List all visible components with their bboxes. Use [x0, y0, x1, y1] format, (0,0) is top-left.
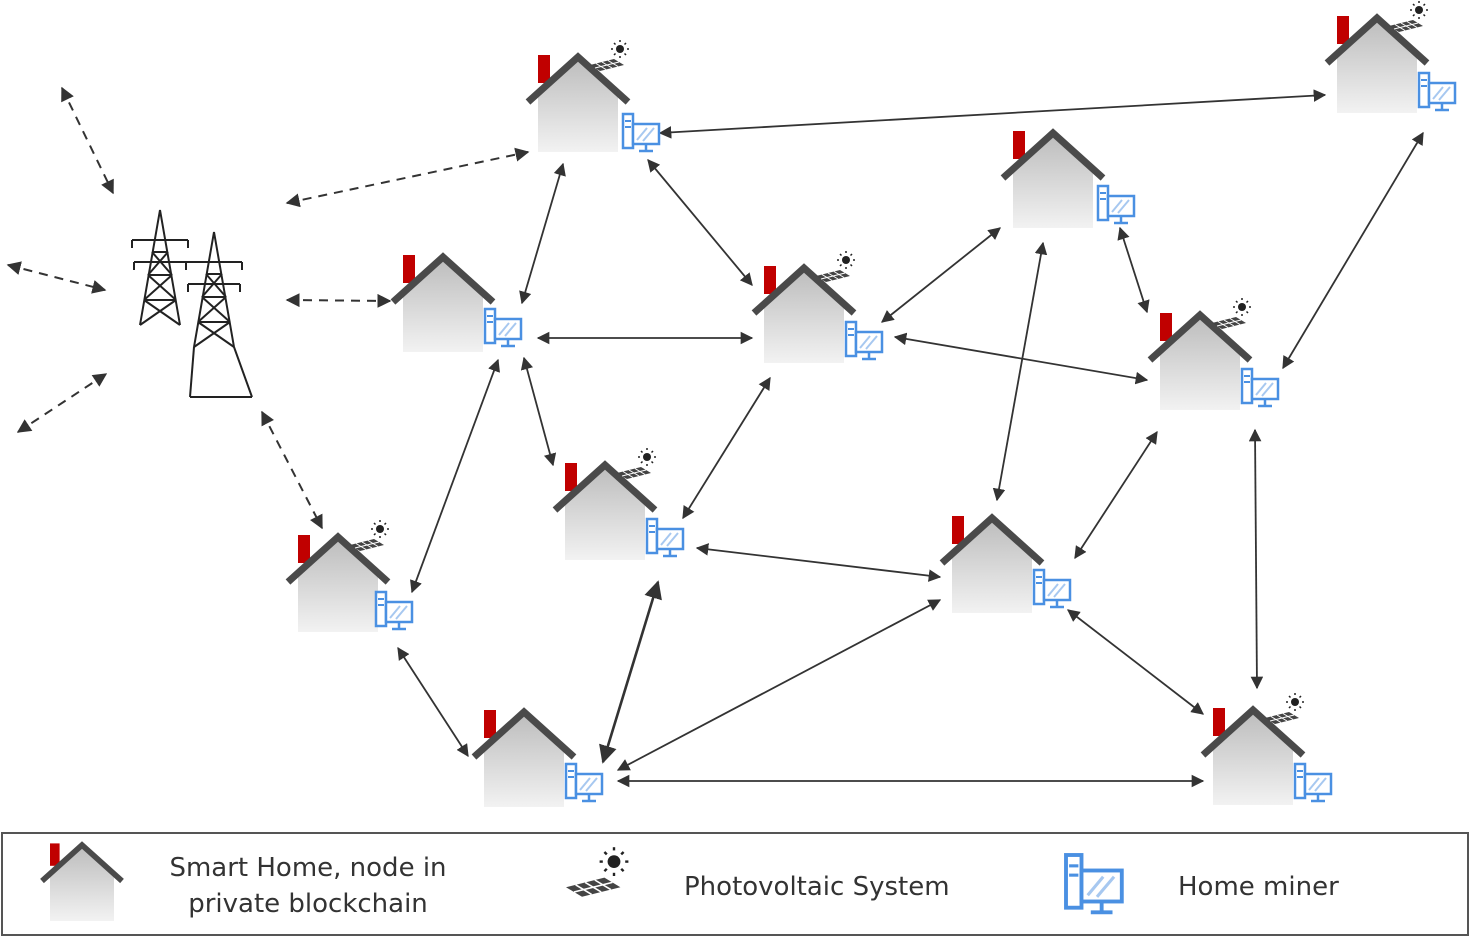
legend-smart-home-label-line2: private blockchain	[188, 889, 428, 919]
smart-home-node	[942, 516, 1072, 613]
house-icon	[1327, 16, 1427, 113]
smart-home-node	[288, 519, 414, 632]
photovoltaic-icon	[349, 519, 390, 552]
photovoltaic-icon	[1264, 692, 1305, 725]
smart-home-node	[393, 255, 523, 352]
home-miner-icon	[1032, 568, 1072, 609]
legend-photovoltaic-label: Photovoltaic System	[684, 872, 950, 902]
home-miner-icon	[645, 517, 685, 558]
house-icon	[754, 266, 854, 363]
smart-home-node	[555, 447, 685, 560]
legend-smart-home: Smart Home, node in private blockchain	[42, 843, 447, 921]
home-miner-icon	[374, 590, 414, 631]
photovoltaic-icon	[815, 250, 856, 283]
home-miner-icon	[483, 307, 523, 348]
house-icon	[1150, 313, 1250, 410]
home-miner-icon	[844, 320, 884, 361]
house-icon	[555, 463, 655, 560]
peer-connection-lines	[397, 89, 1424, 788]
legend-home-miner: Home miner	[1064, 853, 1339, 915]
smart-home-node	[754, 250, 884, 363]
home-miner-icon	[564, 762, 604, 803]
legend: Smart Home, node in private blockchain P…	[1, 832, 1469, 936]
house-icon	[528, 55, 628, 152]
smart-home-node	[528, 39, 661, 153]
house-icon	[288, 535, 388, 632]
smart-home-node	[1203, 692, 1333, 805]
legend-photovoltaic: Photovoltaic System	[564, 846, 950, 902]
grid-connection-lines	[6, 86, 530, 530]
legend-home-miner-label: Home miner	[1178, 872, 1339, 902]
photovoltaic-icon	[1388, 0, 1429, 33]
house-icon	[1003, 131, 1103, 228]
photovoltaic-icon	[589, 39, 630, 72]
photovoltaic-icon	[616, 447, 657, 480]
house-icon	[474, 710, 574, 807]
home-miner-icon	[1240, 367, 1280, 408]
home-miner-icon	[1096, 184, 1136, 225]
smart-home-node	[1150, 297, 1280, 410]
home-miner-icon	[1293, 762, 1333, 803]
house-icon	[393, 255, 493, 352]
home-miner-icon	[1417, 71, 1457, 112]
smart-home-node	[1327, 0, 1457, 113]
house-icon	[942, 516, 1042, 613]
smart-home-node	[1003, 131, 1136, 228]
power-grid-towers	[131, 209, 253, 398]
legend-smart-home-label-line1: Smart Home, node in	[169, 853, 446, 883]
smart-home-node	[474, 710, 604, 807]
photovoltaic-icon	[1211, 297, 1252, 330]
home-miner-icon	[621, 112, 661, 153]
house-icon	[1203, 708, 1303, 805]
